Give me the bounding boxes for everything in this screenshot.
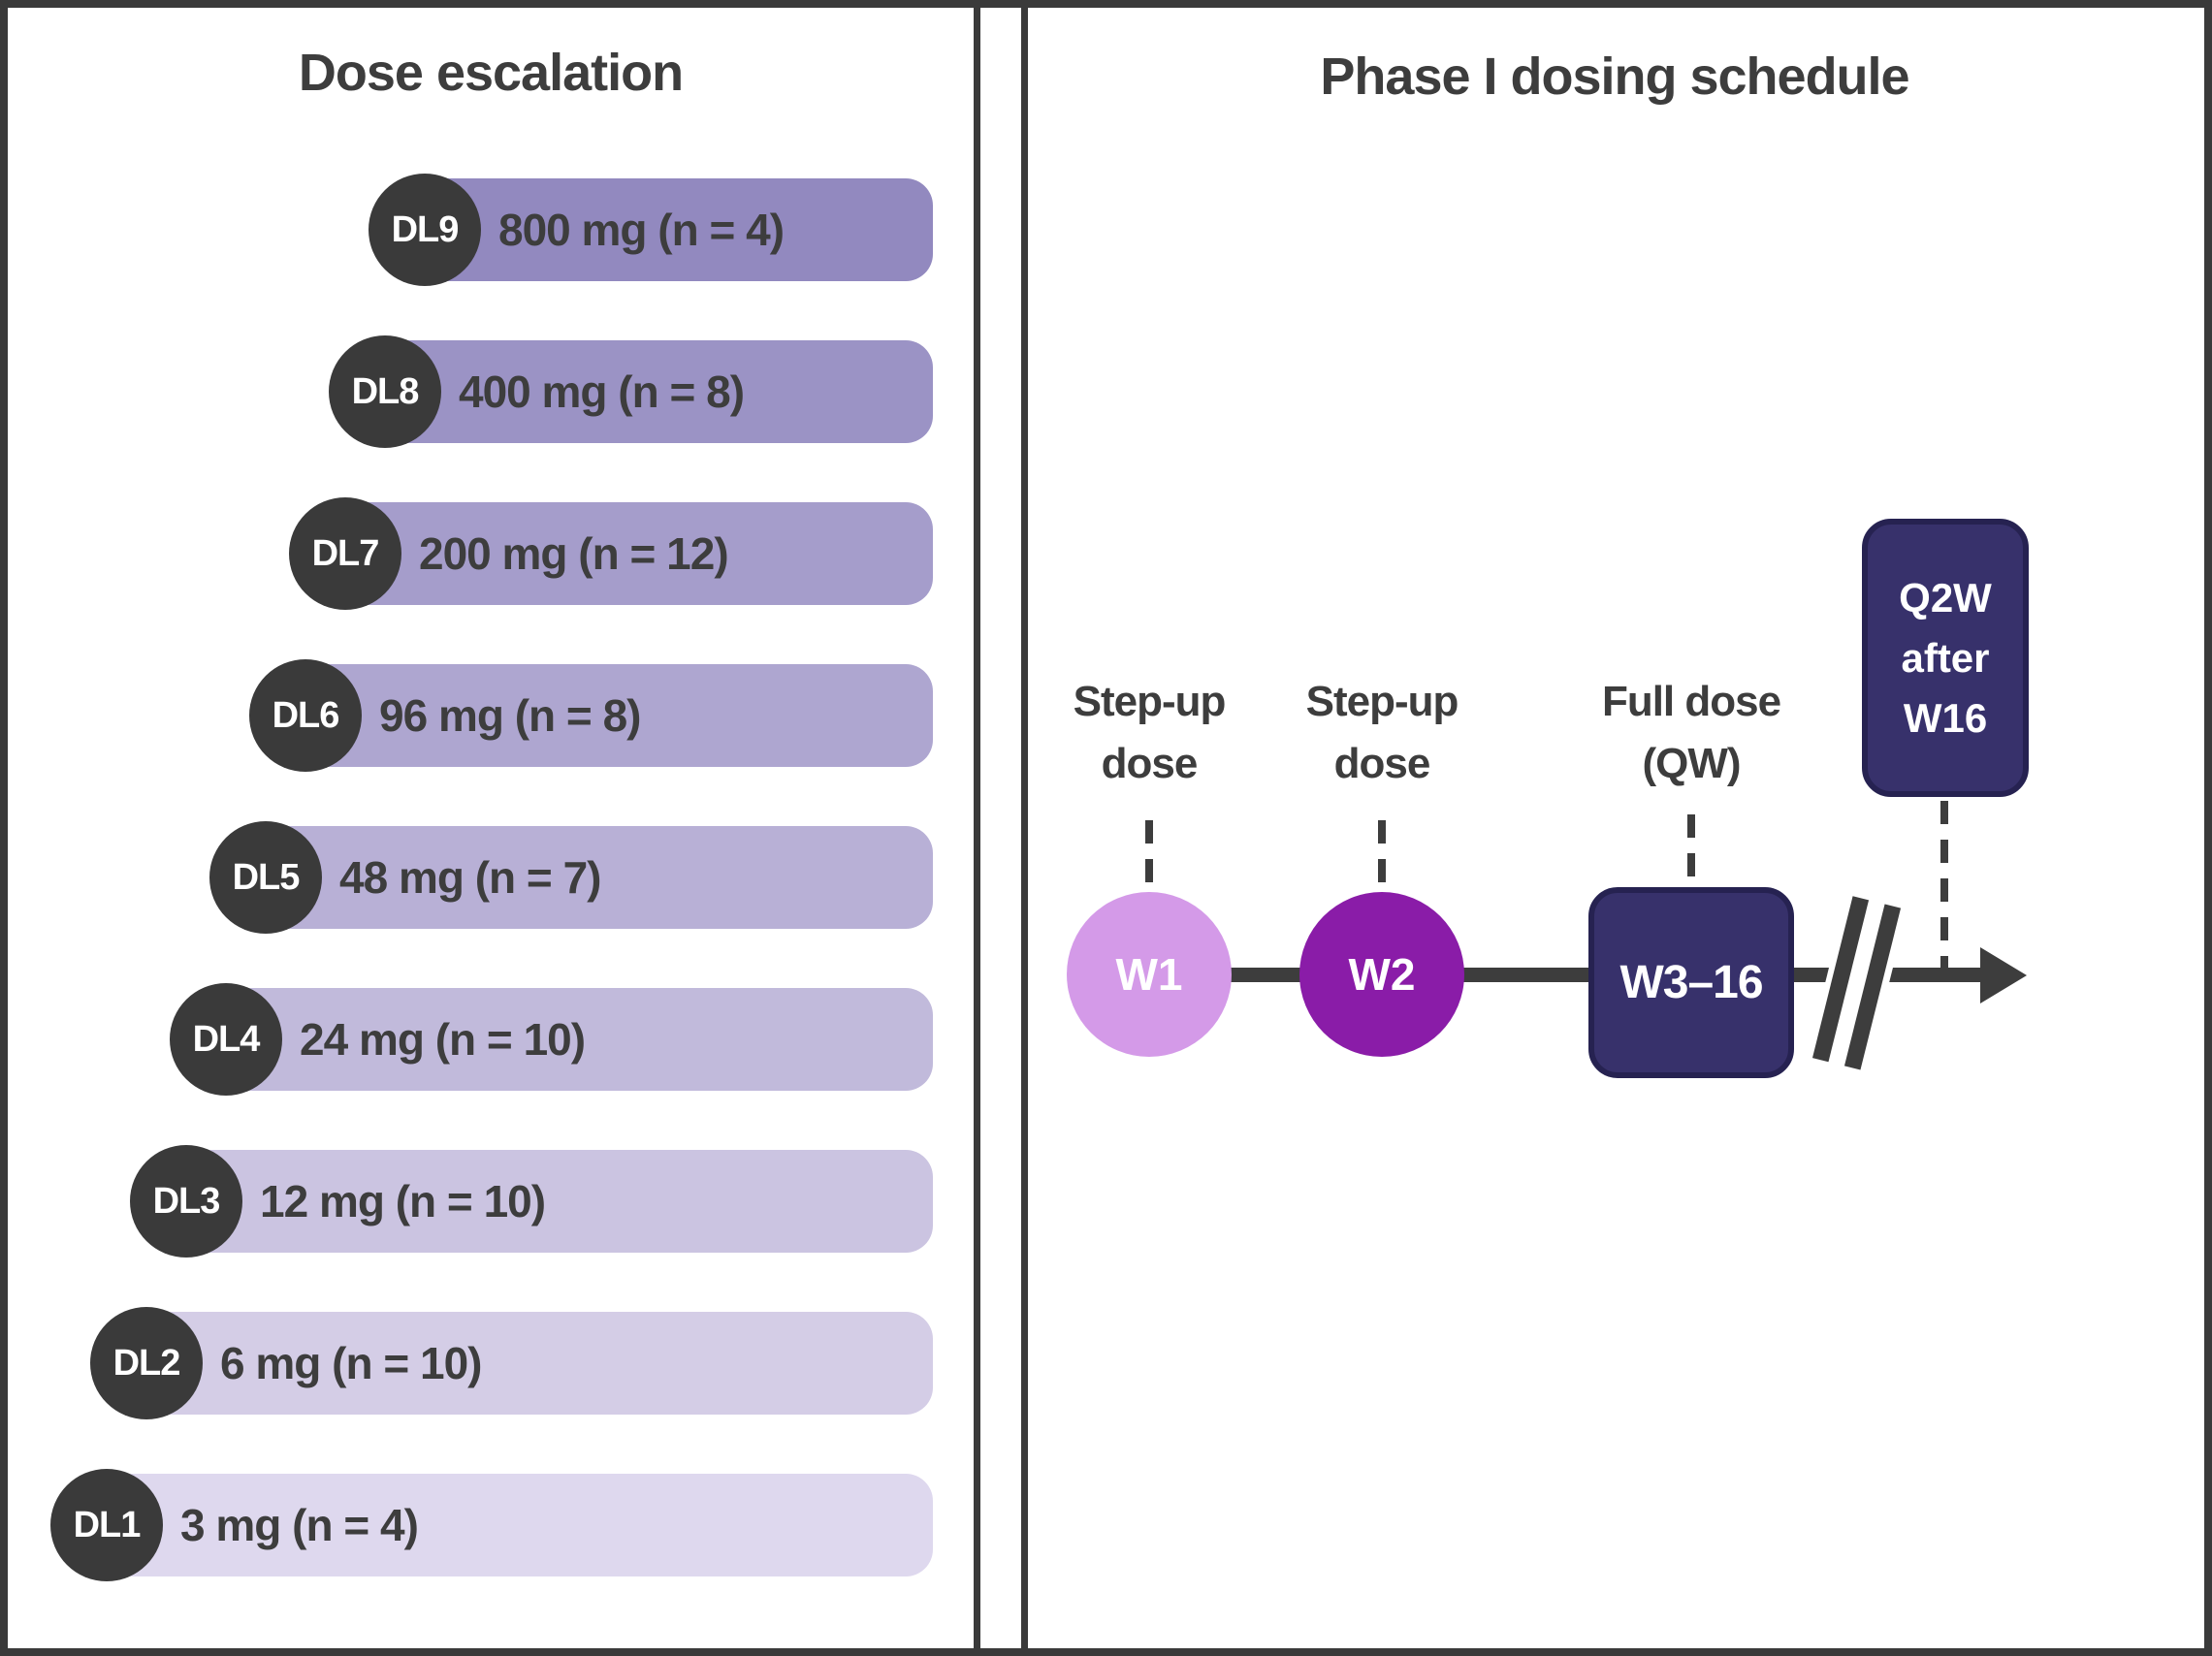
dose-level-bar-dl2 <box>116 1312 933 1415</box>
dose-level-badge-dl1: DL1 <box>50 1469 163 1581</box>
dose-level-label: 200 mg (n = 12) <box>419 528 729 579</box>
w2-annotation: Step-up dose <box>1246 671 1518 795</box>
annotation-line: dose <box>1101 740 1199 787</box>
q2w-dashed-connector <box>1940 801 1948 971</box>
w1-annotation: Step-up dose <box>1013 671 1285 795</box>
annotation-line: Step-up <box>1073 678 1227 725</box>
dose-level-label: 24 mg (n = 10) <box>300 1014 586 1065</box>
full-dose-annotation: Full dose (QW) <box>1555 671 1827 795</box>
q2w-line: after <box>1901 634 1990 681</box>
dose-level-badge-dl7: DL7 <box>289 497 401 610</box>
week1-node: W1 <box>1067 892 1232 1057</box>
q2w-line: W16 <box>1903 694 1988 741</box>
dose-level-badge-dl3: DL3 <box>130 1145 242 1258</box>
dose-level-label: 48 mg (n = 7) <box>339 852 601 903</box>
week3-16-node: W3–16 <box>1588 887 1794 1078</box>
dose-level-bar-dl7 <box>315 502 933 605</box>
frame-bottom-border <box>0 1648 2212 1656</box>
dose-level-bar-dl3 <box>156 1150 933 1253</box>
dose-escalation-title: Dose escalation <box>298 44 684 102</box>
w1-dashed-connector <box>1145 820 1153 884</box>
dose-level-label: 96 mg (n = 8) <box>379 690 641 741</box>
dose-level-label: 12 mg (n = 10) <box>260 1176 546 1226</box>
dose-level-label: 400 mg (n = 8) <box>459 366 745 417</box>
annotation-line: (QW) <box>1642 740 1741 787</box>
annotation-line: Step-up <box>1305 678 1459 725</box>
dose-level-badge-dl4: DL4 <box>170 983 282 1096</box>
dose-escalation-panel: Dose escalation 800 mg (n = 4) DL9 400 m… <box>0 0 980 1656</box>
dose-level-bar-dl6 <box>275 664 933 767</box>
dose-level-bar-dl8 <box>355 340 933 443</box>
dose-level-bar-dl4 <box>196 988 933 1091</box>
dose-level-bar-dl9 <box>395 178 933 281</box>
q2w-after-w16-box: Q2W after W16 <box>1862 519 2029 797</box>
dose-level-label: 6 mg (n = 10) <box>220 1338 482 1388</box>
w2-dashed-connector <box>1378 820 1386 884</box>
frame-right-border <box>2204 0 2212 1656</box>
right-panel-left-border <box>1021 0 1028 1656</box>
dose-level-badge-dl6: DL6 <box>249 659 362 772</box>
q2w-line: Q2W <box>1899 574 1992 621</box>
dose-level-bar-dl5 <box>236 826 933 929</box>
timeline-arrowhead-icon <box>1980 947 2027 1003</box>
dose-level-bar-dl1 <box>77 1474 933 1576</box>
dose-level-label: 3 mg (n = 4) <box>180 1500 419 1550</box>
week3-16-label: W3–16 <box>1619 957 1763 1008</box>
dose-level-badge-dl8: DL8 <box>329 335 441 448</box>
annotation-line: dose <box>1333 740 1431 787</box>
full-dose-dashed-connector <box>1687 814 1695 884</box>
frame-top-border <box>0 0 2212 8</box>
left-panel-right-border <box>974 0 980 1656</box>
week2-node: W2 <box>1299 892 1464 1057</box>
annotation-line: Full dose <box>1601 678 1781 725</box>
dose-level-badge-dl5: DL5 <box>209 821 322 934</box>
dose-level-badge-dl2: DL2 <box>90 1307 203 1419</box>
phase1-schedule-panel: Phase I dosing schedule <box>1021 0 2212 1656</box>
frame-left-border <box>0 0 8 1656</box>
dose-level-badge-dl9: DL9 <box>369 174 481 286</box>
dose-level-label: 800 mg (n = 4) <box>498 205 785 255</box>
phase1-schedule-title: Phase I dosing schedule <box>1320 48 1909 106</box>
